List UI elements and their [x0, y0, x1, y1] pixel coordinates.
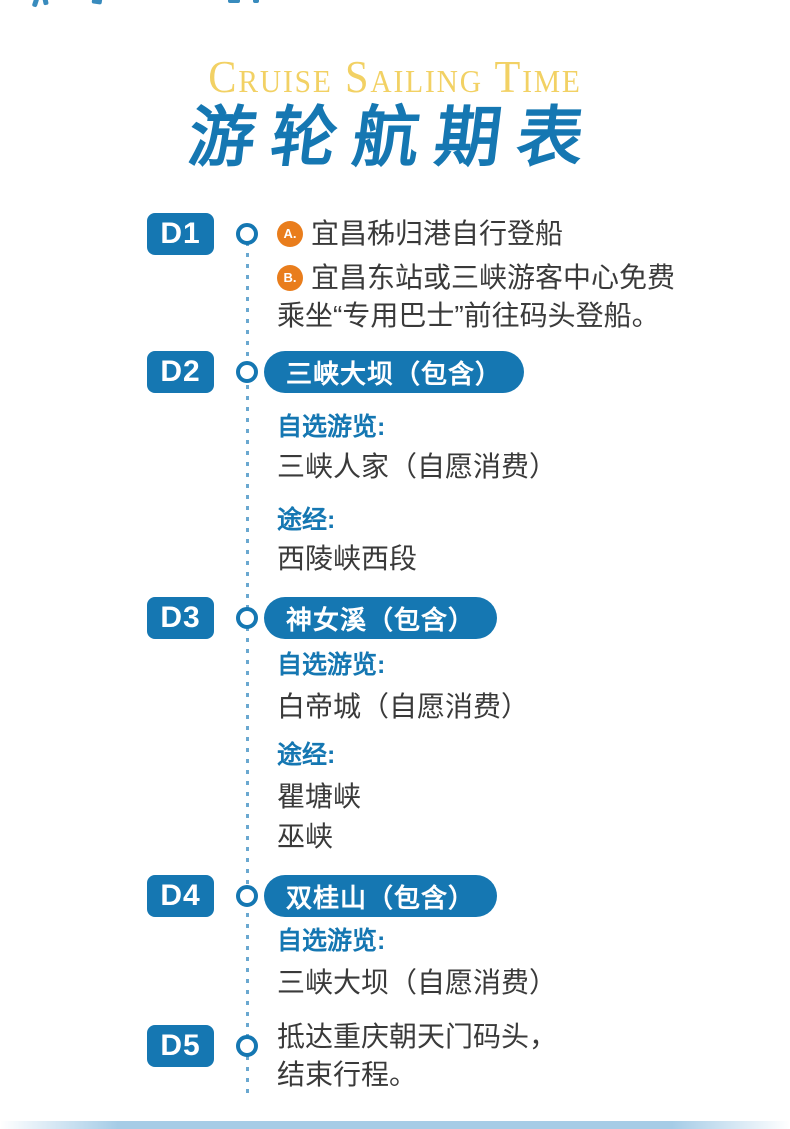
decorative-mark	[31, 0, 40, 8]
timeline-node-d1	[236, 223, 258, 245]
d2-optional-tour-item: 三峡人家（自愿消费）	[277, 451, 558, 482]
bottom-decorative-band	[0, 1121, 790, 1129]
day-badge-d3: D3	[147, 597, 214, 639]
d4-optional-tour-item: 三峡大坝（自愿消费）	[277, 967, 558, 998]
day-badge-d5: D5	[147, 1025, 214, 1067]
d3-via-item-1: 瞿塘峡	[277, 781, 362, 812]
d3-via-item-2: 巫峡	[277, 821, 334, 852]
timeline-node-d2	[236, 361, 258, 383]
timeline-node-d3	[236, 607, 258, 629]
decorative-mark	[253, 0, 259, 3]
timeline-node-d5	[236, 1035, 258, 1057]
d2-optional-tour-heading: 自选游览:	[277, 413, 386, 441]
d1-option-a-text: 宜昌秭归港自行登船	[311, 218, 564, 249]
d1-option-a-row: A. 宜昌秭归港自行登船	[277, 217, 563, 251]
day-badge-d2: D2	[147, 351, 214, 393]
timeline-node-d4	[236, 885, 258, 907]
page-title: 游轮航期表	[184, 100, 604, 174]
d3-optional-tour-item: 白帝城（自愿消费）	[277, 691, 530, 722]
day-badge-d1: D1	[147, 213, 214, 255]
d3-via-heading: 途经:	[277, 741, 336, 769]
d4-included-attraction-pill: 双桂山（包含）	[264, 875, 498, 917]
decorative-mark	[42, 0, 49, 6]
d3-optional-tour-heading: 自选游览:	[277, 651, 386, 679]
timeline-connector-line	[246, 242, 249, 1094]
decorative-mark	[228, 0, 240, 3]
d5-arrival-text-line2: 结束行程。	[277, 1059, 418, 1090]
d1-option-b-text-line1: 宜昌东站或三峡游客中心免费	[311, 262, 676, 293]
option-b-badge-icon: B.	[277, 264, 303, 291]
title-english: Cruise Sailing Time	[208, 51, 582, 102]
d2-via-heading: 途经:	[277, 506, 336, 534]
d2-included-attraction-pill: 三峡大坝（包含）	[264, 351, 525, 393]
d1-option-b-text-line2: 乘坐“专用巴士”前往码头登船。	[277, 300, 660, 331]
d4-optional-tour-heading: 自选游览:	[277, 927, 386, 955]
d1-option-b-row: B. 宜昌东站或三峡游客中心免费	[277, 261, 675, 295]
d5-arrival-text-line1: 抵达重庆朝天门码头，	[277, 1021, 558, 1052]
option-a-badge-icon: A.	[277, 220, 303, 247]
decorative-mark	[91, 0, 103, 5]
d2-via-item: 西陵峡西段	[277, 543, 418, 574]
day-badge-d4: D4	[147, 875, 214, 917]
d3-included-attraction-pill: 神女溪（包含）	[264, 597, 498, 639]
